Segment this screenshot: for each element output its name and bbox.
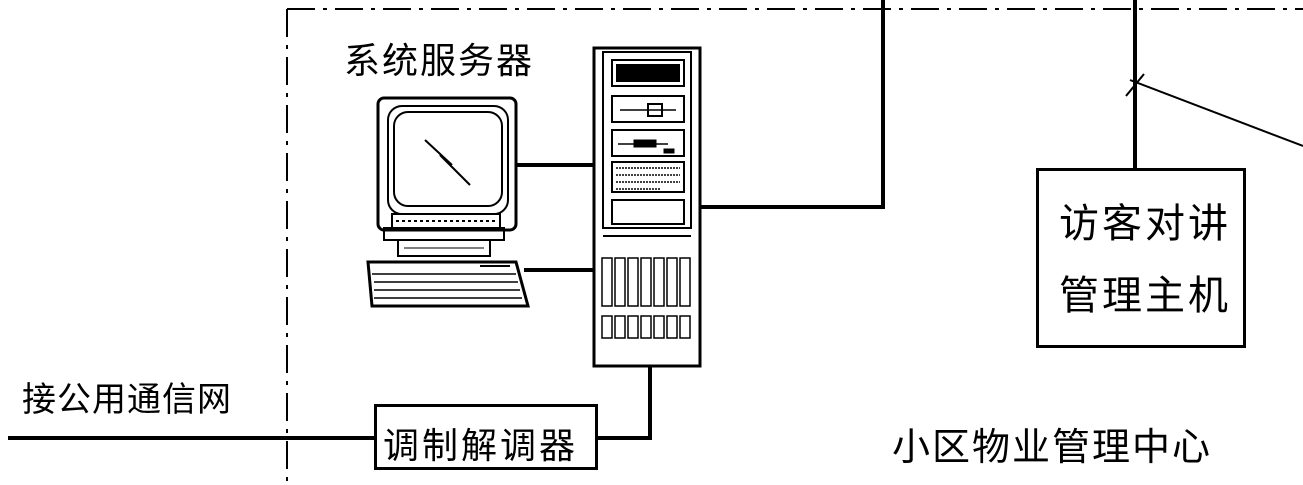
server-tower-icon — [592, 46, 702, 368]
keyboard-icon — [366, 260, 530, 308]
management-center-label: 小区物业管理中心 — [892, 425, 1213, 469]
connection-lines — [8, 0, 1137, 440]
server-uplink — [700, 0, 885, 209]
monitor-icon — [376, 96, 518, 257]
intercom-host-label-line1: 访客对讲 — [1059, 201, 1231, 247]
intercom-branch — [1125, 73, 1303, 147]
server-modem-link — [596, 366, 652, 440]
modem-box: 调制解调器 — [374, 404, 598, 470]
modem-label: 调制解调器 — [383, 426, 579, 467]
public-network-label: 接公用通信网 — [22, 380, 232, 420]
intercom-host-label-line2: 管理主机 — [1059, 273, 1231, 319]
system-server-label: 系统服务器 — [344, 41, 535, 82]
intercom-host-box: 访客对讲 管理主机 — [1036, 168, 1246, 348]
management-center-boundary — [286, 8, 1303, 485]
